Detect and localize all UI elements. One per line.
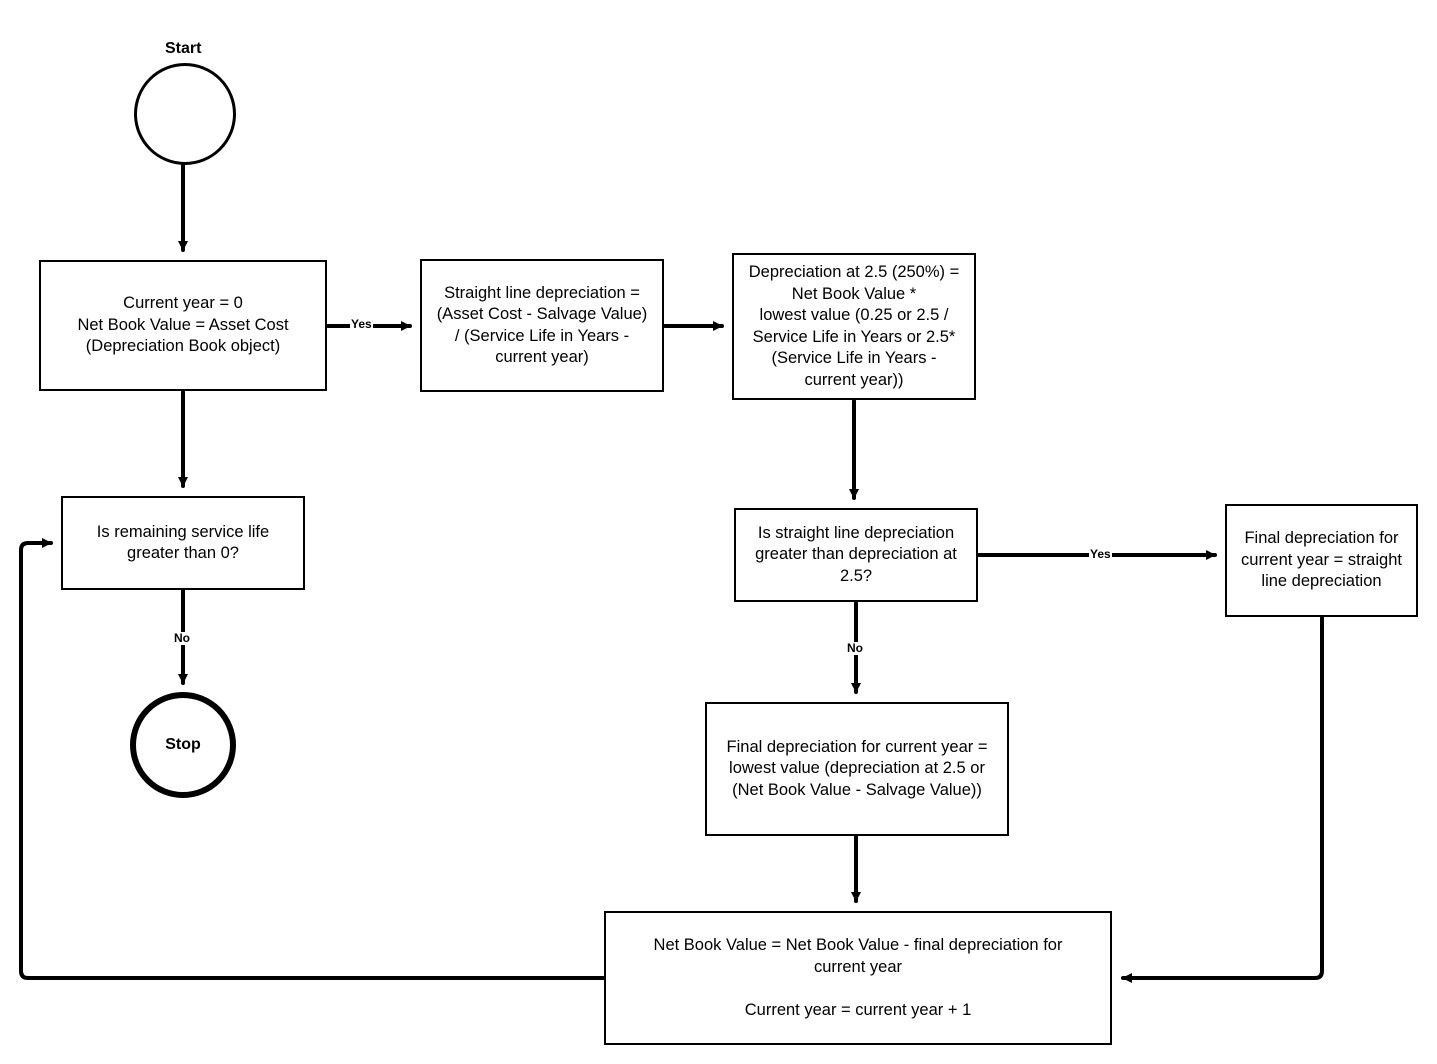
init-line: Current year = 0: [123, 294, 243, 313]
final-low-line: Final depreciation for current year =: [726, 737, 988, 756]
final-lowest-box: Final depreciation for current year = lo…: [705, 702, 1009, 836]
straight-line-line: (Asset Cost - Salvage Value): [436, 305, 648, 323]
dep25-line: Depreciation at 2.5 (250%) =: [748, 263, 960, 281]
init-line: Net Book Value = Asset Cost: [77, 315, 289, 334]
dep25-line: lowest value (0.25 or 2.5 /: [759, 306, 949, 324]
dep25-line: current year)): [804, 370, 904, 389]
final-straight-line-box: Final depreciation for current year = st…: [1225, 504, 1418, 617]
edge-label-no: No: [173, 631, 191, 645]
update-box: Net Book Value = Net Book Value - final …: [604, 911, 1112, 1045]
straight-line-line: Straight line depreciation =: [444, 283, 640, 302]
straight-line-line: current year): [495, 348, 589, 366]
edge-label-yes: Yes: [350, 317, 373, 331]
start-node: [134, 63, 236, 165]
dep25-box: Depreciation at 2.5 (250%) = Net Book Va…: [732, 253, 976, 400]
edge-update-loop-to-remaining: [19, 538, 605, 980]
stop-label: Stop: [165, 736, 201, 753]
update-line: Current year = current year + 1: [744, 1000, 972, 1019]
compare-line: 2.5?: [839, 566, 873, 585]
edge-label-yes: Yes: [1089, 547, 1112, 561]
final-low-line: (Net Book Value - Salvage Value)): [732, 780, 982, 799]
remaining-life-decision: Is remaining service life greater than 0…: [61, 496, 305, 590]
start-label: Start: [165, 40, 202, 57]
edge-label-no: No: [846, 641, 864, 655]
final-sl-line: line depreciation: [1261, 572, 1382, 591]
final-sl-line: Final depreciation for: [1244, 529, 1399, 548]
init-line: (Depreciation Book object): [85, 337, 281, 356]
dep25-line: Net Book Value *: [791, 284, 917, 303]
remaining-line: Is remaining service life: [96, 522, 270, 541]
stop-node: Stop: [130, 692, 236, 798]
dep25-line: (Service Life in Years -: [771, 349, 937, 367]
init-box: Current year = 0 Net Book Value = Asset …: [39, 260, 327, 391]
dep25-line: Service Life in Years or 2.5*: [752, 327, 956, 346]
compare-line: greater than depreciation at: [755, 545, 957, 564]
remaining-line: greater than 0?: [127, 544, 239, 562]
update-line: Net Book Value = Net Book Value - final …: [653, 936, 1063, 954]
final-low-line: lowest value (depreciation at 2.5 or: [729, 759, 985, 778]
edge-final-sl-to-update: [1121, 616, 1324, 983]
straight-line-box: Straight line depreciation = (Asset Cost…: [420, 259, 664, 392]
final-sl-line: current year = straight: [1241, 550, 1402, 569]
straight-line-line: / (Service Life in Years -: [454, 326, 630, 345]
update-line: current year: [813, 957, 903, 976]
compare-decision: Is straight line depreciation greater th…: [734, 508, 978, 602]
compare-line: Is straight line depreciation: [757, 523, 955, 542]
